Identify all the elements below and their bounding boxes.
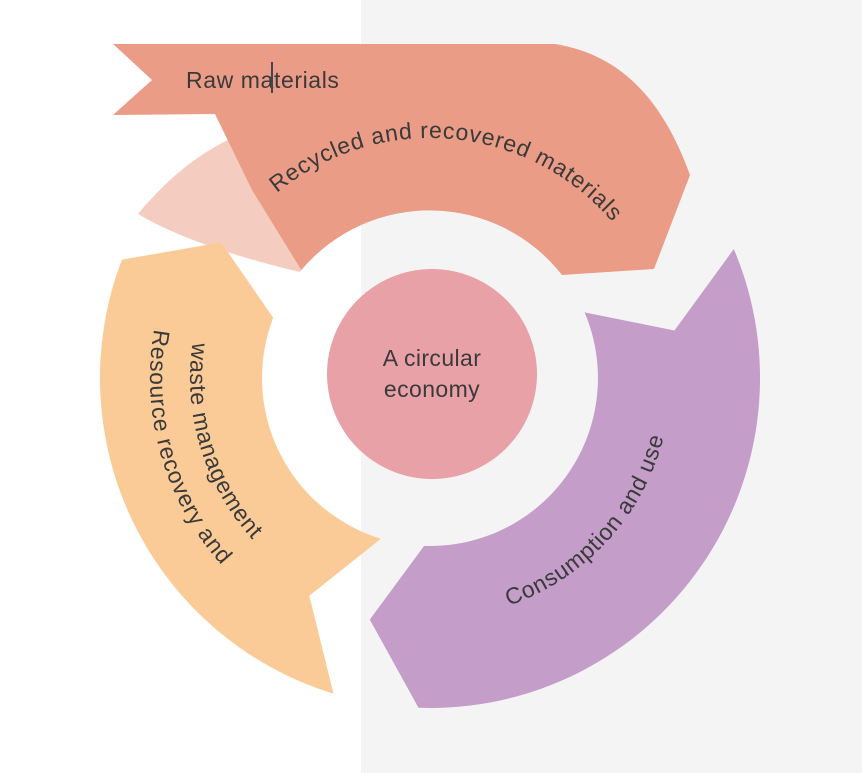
segment-recycled-materials[interactable] <box>113 44 690 275</box>
segment-resource-recovery[interactable] <box>99 242 381 694</box>
raw-materials-label[interactable]: Raw materials <box>186 67 340 93</box>
segment-consumption-and-use[interactable] <box>369 249 761 709</box>
center-circle[interactable] <box>327 269 537 479</box>
center-label-line1[interactable]: A circular <box>383 345 482 371</box>
center-label-line2[interactable]: economy <box>384 376 480 402</box>
